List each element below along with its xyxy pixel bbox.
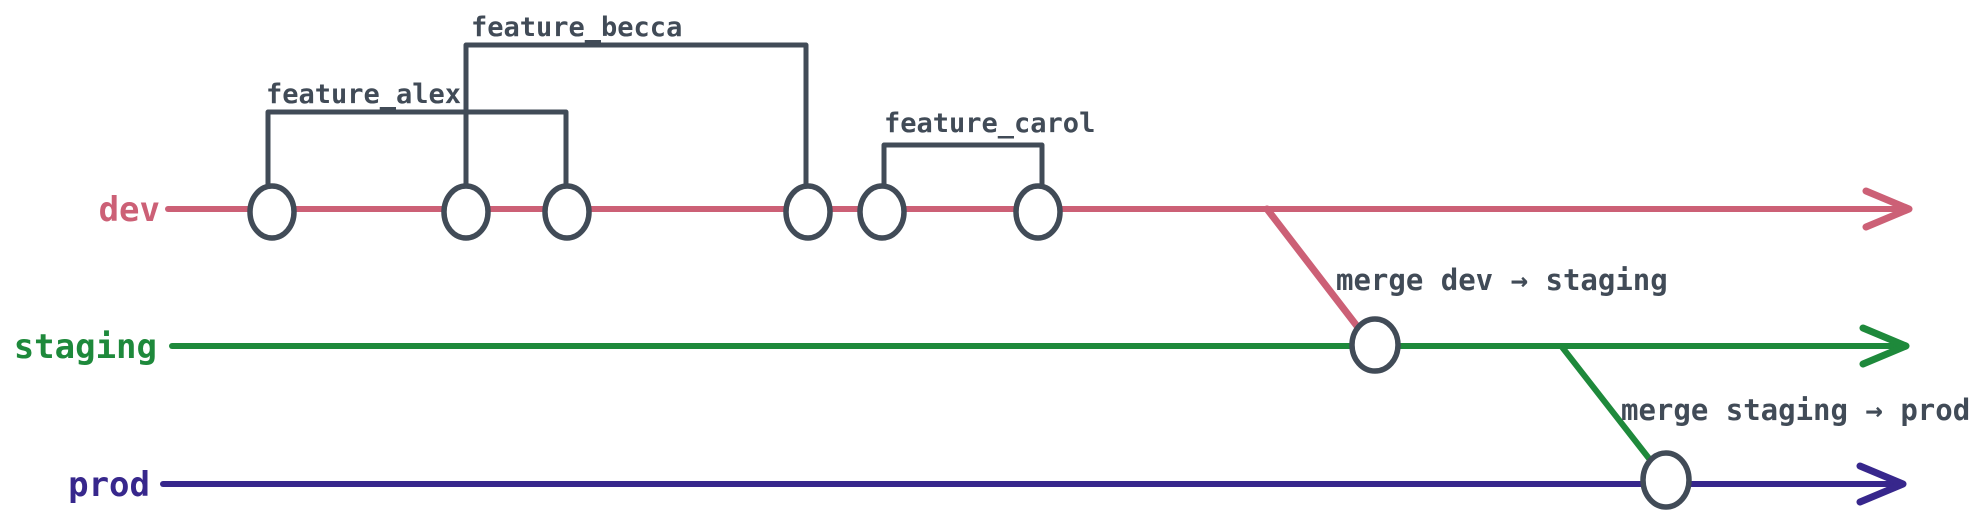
feature-alex-bracket — [265, 109, 569, 190]
merge-labels: merge dev → staging merge staging → prod — [1336, 263, 1970, 427]
merge-line-staging-to-prod — [1559, 344, 1661, 473]
commit-node — [857, 183, 907, 241]
prod-branch-label: prod — [68, 465, 150, 505]
merge-commit-node-staging — [1349, 316, 1401, 374]
staging-arrowhead-icon — [1859, 324, 1910, 368]
merge-line-dev-to-staging — [1263, 205, 1374, 347]
commit-node — [247, 183, 297, 241]
commit-node — [542, 183, 592, 241]
dev-branch-label: dev — [99, 190, 160, 230]
branch-dev: dev — [99, 187, 1913, 231]
feature-brackets: feature_alex feature_becca feature_carol — [265, 12, 1095, 190]
staging-branch-label: staging — [14, 327, 157, 367]
feature-carol-label: feature_carol — [884, 108, 1095, 139]
feature-alex-label: feature_alex — [266, 79, 461, 110]
dev-commits — [247, 183, 1063, 241]
commit-node — [783, 183, 833, 241]
feature-becca-bracket — [463, 42, 809, 190]
feature-becca-label: feature_becca — [471, 12, 682, 43]
merge-staging-prod-label: merge staging → prod — [1621, 393, 1970, 427]
branch-staging: staging — [14, 324, 1910, 368]
commit-node — [1013, 183, 1063, 241]
merge-lines — [1263, 205, 1661, 473]
dev-arrowhead-icon — [1862, 187, 1913, 231]
feature-carol-bracket — [881, 142, 1045, 190]
commit-node — [441, 183, 491, 241]
merge-dev-staging-label: merge dev → staging — [1336, 263, 1668, 297]
merge-commits — [1349, 316, 1692, 510]
merge-commit-node-prod — [1640, 450, 1692, 510]
prod-arrowhead-icon — [1856, 462, 1907, 506]
branch-prod: prod — [68, 462, 1907, 506]
